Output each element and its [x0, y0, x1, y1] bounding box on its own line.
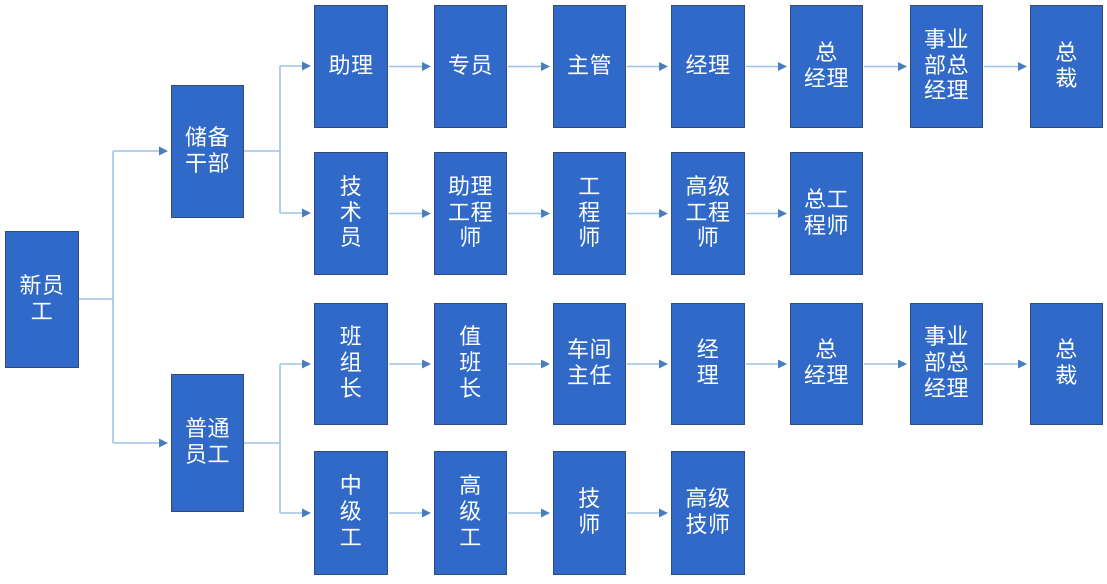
node-management-track-step-1[interactable]: 助理	[314, 5, 388, 128]
node-workshop-track-step-2[interactable]: 值 班 长	[434, 303, 507, 425]
edge-ordinary-staff-fanout	[244, 359, 311, 518]
node-technical-track-step-1[interactable]: 技 术 员	[314, 152, 388, 275]
node-workshop-track-step-1[interactable]: 班 组 长	[314, 303, 388, 425]
node-reserve-cadre[interactable]: 储备 干部	[171, 85, 244, 218]
node-management-track-step-5[interactable]: 总 经理	[790, 5, 863, 128]
edge-reserve-cadre-fanout	[244, 61, 311, 218]
node-management-track-step-7[interactable]: 总 裁	[1030, 5, 1103, 128]
node-workshop-track-step-5[interactable]: 总 经理	[790, 303, 863, 425]
node-new-employee[interactable]: 新员工	[5, 231, 79, 368]
node-technical-track-step-2[interactable]: 助理 工程 师	[434, 152, 507, 275]
node-workshop-track-step-6[interactable]: 事业 部总 经理	[910, 303, 983, 425]
node-technical-track-step-3[interactable]: 工 程 师	[553, 152, 626, 275]
node-management-track-step-6[interactable]: 事业 部总 经理	[910, 5, 983, 128]
node-workshop-track-step-3[interactable]: 车间 主任	[553, 303, 626, 425]
edge-root-to-branches	[79, 146, 168, 448]
step-edge-layer	[389, 62, 1027, 518]
node-technical-track-step-5[interactable]: 总工 程师	[790, 152, 863, 275]
node-management-track-step-2[interactable]: 专员	[434, 5, 507, 128]
node-management-track-step-4[interactable]: 经理	[671, 5, 745, 128]
node-skilled-worker-track-step-2[interactable]: 高 级 工	[434, 451, 507, 575]
node-workshop-track-step-4[interactable]: 经 理	[671, 303, 745, 425]
node-skilled-worker-track-step-4[interactable]: 高级 技师	[671, 451, 745, 575]
node-technical-track-step-4[interactable]: 高级 工程 师	[671, 152, 745, 275]
node-workshop-track-step-7[interactable]: 总 裁	[1030, 303, 1103, 425]
node-skilled-worker-track-step-3[interactable]: 技 师	[553, 451, 626, 575]
node-management-track-step-3[interactable]: 主管	[553, 5, 626, 128]
node-ordinary-staff[interactable]: 普通 员工	[171, 374, 244, 512]
node-skilled-worker-track-step-1[interactable]: 中 级 工	[314, 451, 388, 575]
